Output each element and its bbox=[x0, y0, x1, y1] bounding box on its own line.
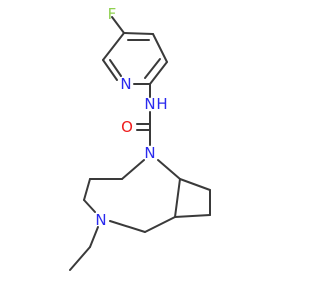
atom-pyridine-nitrogen: N bbox=[120, 75, 131, 93]
bond-ch2-ch3 bbox=[69, 246, 91, 271]
atom-labels: F N N H O N N bbox=[95, 5, 167, 229]
bond-pyr-4-double bbox=[144, 58, 161, 79]
bond-nb-c4 bbox=[157, 159, 181, 180]
bonds bbox=[69, 16, 211, 271]
molecule-structure: F N N H O N N bbox=[69, 5, 211, 271]
atom-amide-nitrogen: N bbox=[144, 95, 155, 113]
bond-pyr-6 bbox=[123, 32, 154, 35]
bond-f-c5 bbox=[111, 16, 125, 34]
atom-bridge-nitrogen: N bbox=[144, 144, 155, 162]
bond-c8-nring bbox=[109, 220, 146, 233]
atom-carbonyl-oxygen: O bbox=[121, 118, 133, 136]
bond-c6-c7 bbox=[174, 214, 211, 218]
bond-c7-c8 bbox=[144, 216, 176, 233]
bond-c7-c4 bbox=[174, 178, 181, 218]
atom-amide-hydrogen: H bbox=[156, 95, 167, 113]
bond-c2-c3 bbox=[83, 178, 91, 201]
bond-c4-c5 bbox=[179, 178, 211, 191]
bond-c3-nring bbox=[83, 199, 96, 213]
atom-ring-nitrogen: N bbox=[95, 211, 106, 229]
bond-nring-ch2 bbox=[89, 226, 99, 248]
bond-pyr-5 bbox=[152, 33, 168, 63]
bond-pyr-4 bbox=[149, 61, 168, 85]
bond-pyr-2 bbox=[102, 59, 118, 81]
bond-nb-c1 bbox=[121, 159, 145, 180]
bond-pyr-2-double bbox=[109, 59, 122, 77]
atom-fluorine: F bbox=[108, 5, 117, 23]
bond-pyr-1 bbox=[102, 32, 125, 61]
